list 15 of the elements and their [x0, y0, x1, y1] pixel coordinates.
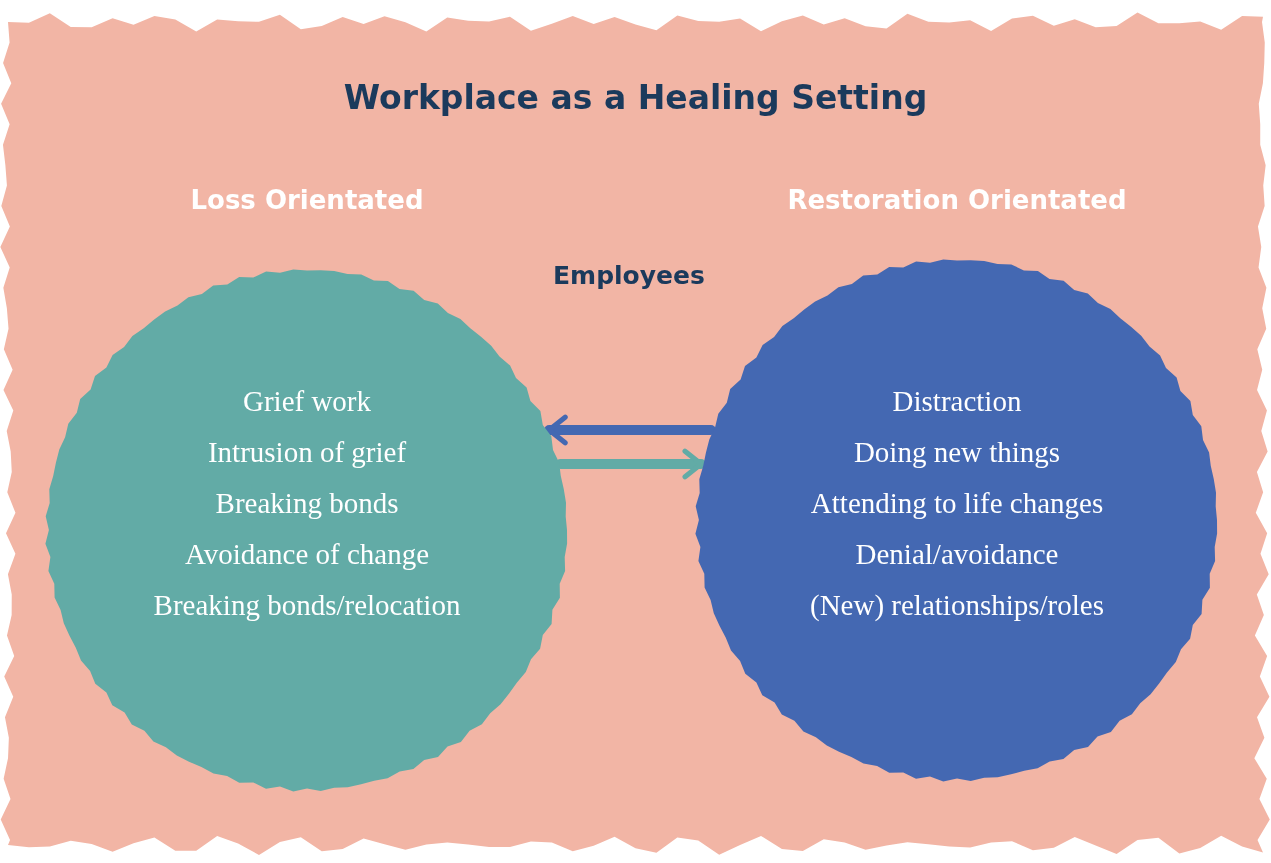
label: Employees: [553, 261, 705, 290]
list-item: Grief work: [241, 385, 372, 418]
heading: Restoration Orientated: [786, 185, 1128, 215]
list-item: Attending to life changes: [809, 487, 1105, 520]
heading: Loss Orientated: [189, 185, 425, 215]
list-item: Distraction: [891, 385, 1023, 418]
list-item: Doing new things: [852, 436, 1062, 469]
list-item: Denial/avoidance: [854, 538, 1060, 571]
list-item: Breaking bonds: [214, 487, 400, 520]
list-item: (New) relationships/roles: [809, 589, 1105, 622]
title: Workplace as a Healing Setting: [342, 78, 929, 117]
list-item: Breaking bonds/relocation: [152, 589, 462, 622]
arrow: [544, 414, 716, 446]
list-item: Intrusion of grief: [206, 436, 408, 469]
list-item: Avoidance of change: [183, 538, 431, 571]
